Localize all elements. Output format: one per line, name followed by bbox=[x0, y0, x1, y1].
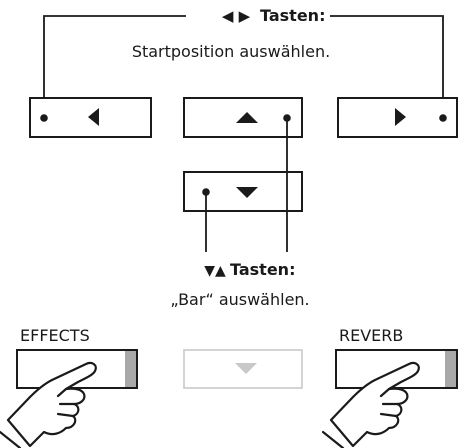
top-arrows-symbol: ◀ ▶ bbox=[222, 7, 251, 25]
down-arrow-icon bbox=[236, 187, 258, 198]
right-bracket-line bbox=[330, 15, 444, 118]
left-bracket-line bbox=[43, 15, 186, 118]
top-callout-description: Startposition auswählen. bbox=[132, 42, 330, 61]
reverb-label: REVERB bbox=[339, 326, 403, 345]
bottom-arrows-symbol: ▼▲ bbox=[204, 263, 226, 279]
reverb-led-indicator bbox=[445, 351, 456, 387]
pressing-hand-icon bbox=[0, 361, 97, 448]
left-arrow-icon bbox=[88, 108, 99, 126]
up-arrow-icon bbox=[236, 112, 258, 123]
top-callout-title: Tasten: bbox=[260, 6, 325, 25]
bottom-callout-title: Tasten: bbox=[230, 260, 295, 279]
left-button-pointer-dot bbox=[40, 114, 48, 122]
right-button-pointer-dot bbox=[439, 114, 447, 122]
disabled-down-arrow-icon bbox=[235, 363, 257, 374]
effects-led-indicator bbox=[125, 351, 136, 387]
effects-label: EFFECTS bbox=[20, 326, 90, 345]
pressing-hand-icon bbox=[321, 361, 420, 448]
bottom-callout-description: „Bar“ auswählen. bbox=[170, 290, 309, 309]
right-arrow-icon bbox=[395, 108, 406, 126]
